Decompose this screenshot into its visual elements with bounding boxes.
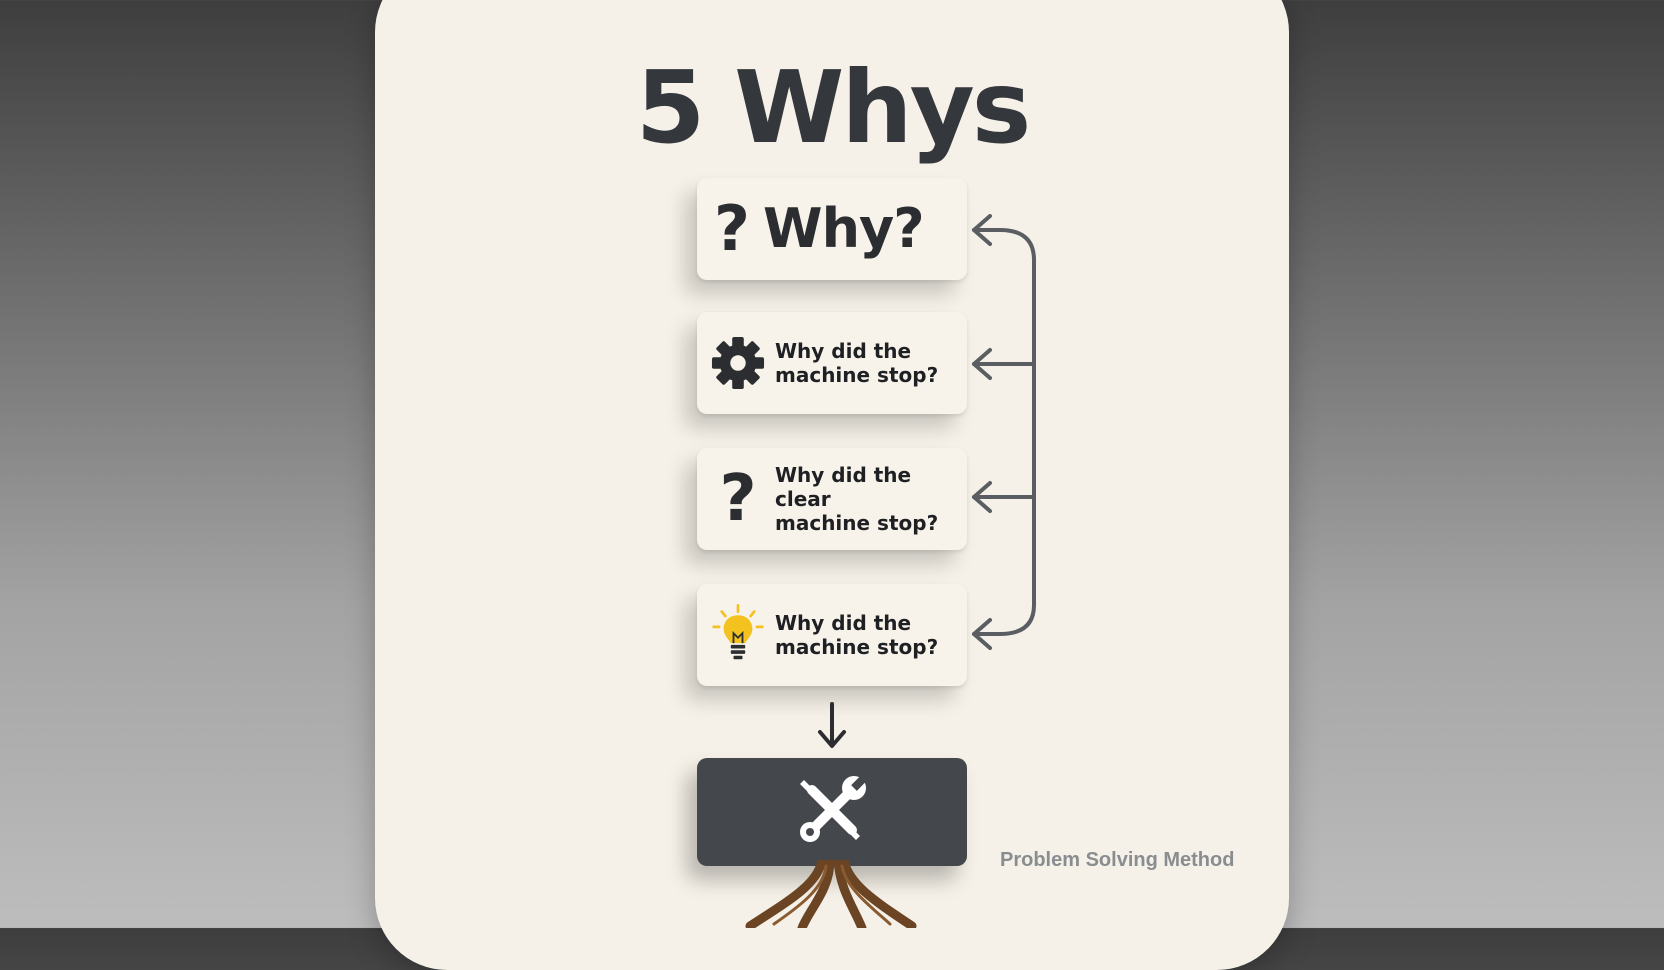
lightbulb-icon — [711, 603, 765, 665]
root-cause-box — [697, 758, 967, 866]
why-step-3: ? Why did the clear machine stop? — [697, 448, 967, 550]
why-step-3-label: Why did the clear machine stop? — [775, 463, 939, 535]
down-arrow — [818, 702, 846, 748]
why-step-2-label: Why did the machine stop? — [775, 339, 939, 387]
gear-icon — [711, 333, 765, 393]
question-mark-icon: ? — [719, 462, 757, 536]
wrench-screwdriver-icon — [792, 770, 872, 854]
question-mark-icon: ? — [714, 192, 750, 265]
why-step-2: Why did the machine stop? — [697, 312, 967, 414]
feedback-connector — [972, 214, 1036, 650]
why-step-1-label: Why? — [763, 197, 925, 260]
why-step-4: Why did the machine stop? — [697, 584, 967, 686]
footer-label: Problem Solving Method — [1000, 849, 1235, 871]
why-step-1: ? Why? — [697, 178, 967, 280]
page-title: 5 Whys — [635, 49, 1032, 166]
why-step-4-label: Why did the machine stop? — [775, 611, 939, 659]
roots-illustration — [745, 860, 917, 928]
